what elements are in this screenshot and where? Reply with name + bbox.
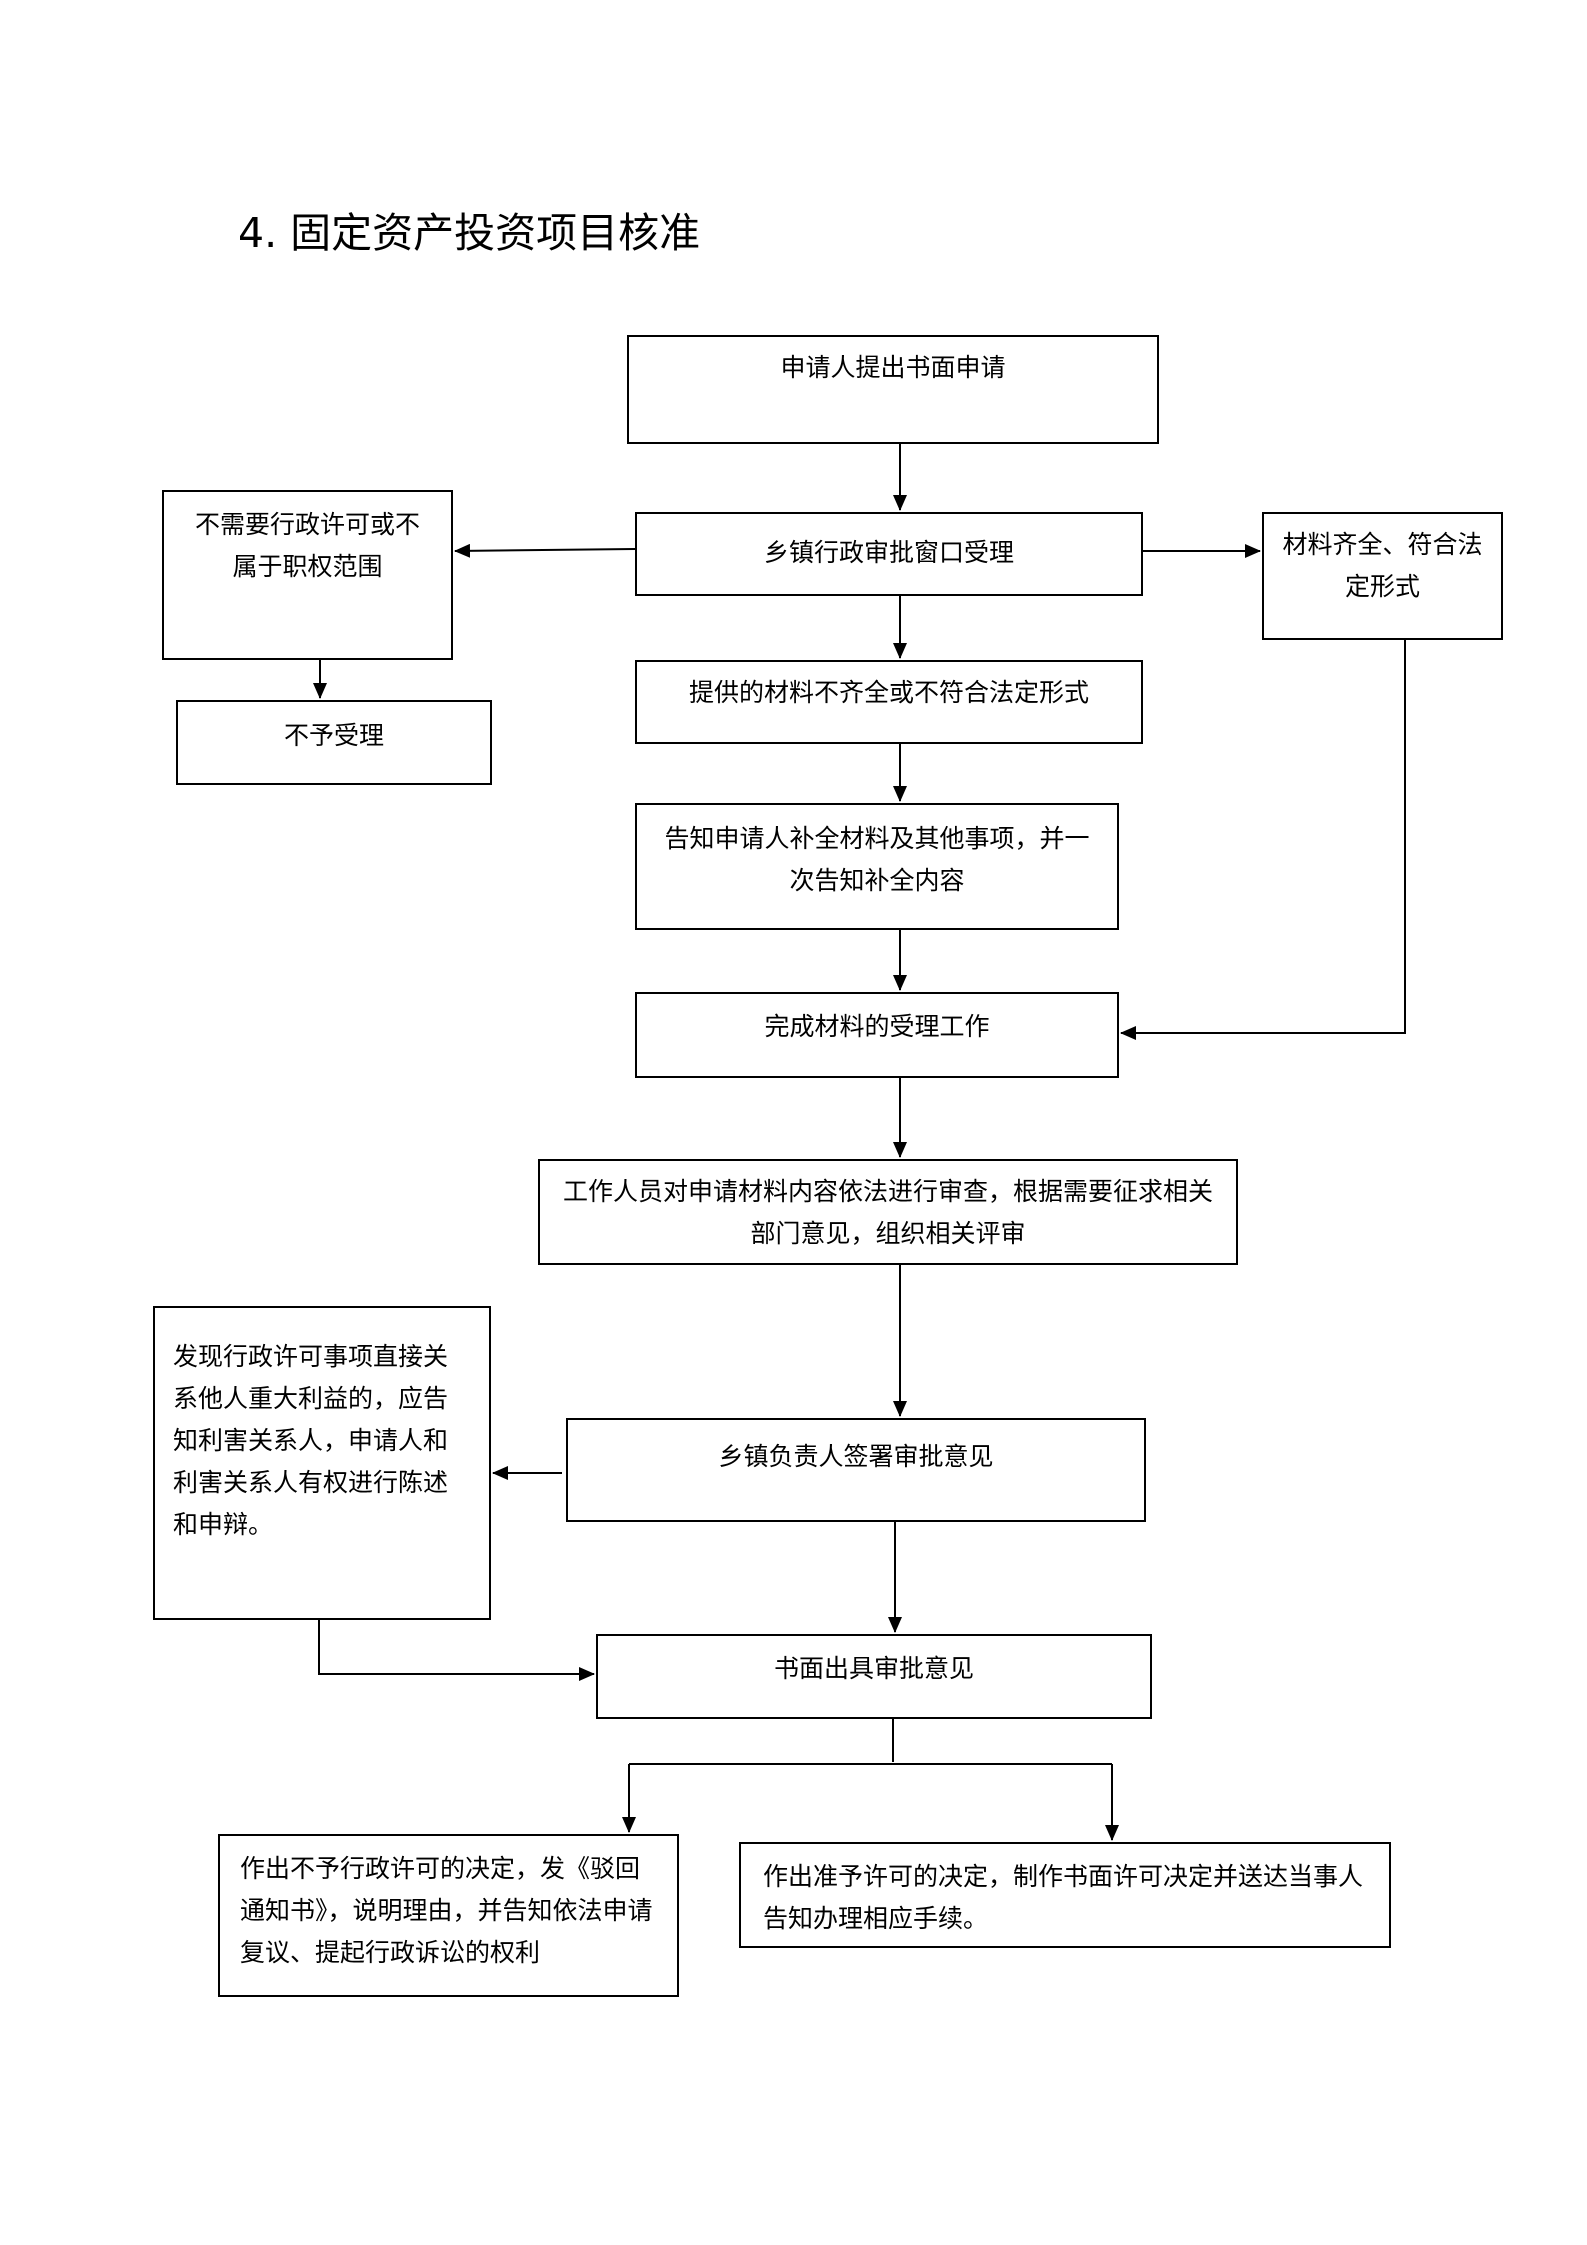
accept-done-text: 完成材料的受理工作: [764, 1012, 990, 1041]
sign-text: 乡镇负责人签署审批意见: [718, 1442, 994, 1471]
review-box: 工作人员对申请材料内容依法进行审查，根据需要征求相关部门意见，组织相关评审: [538, 1159, 1238, 1265]
hearing-box: 发现行政许可事项直接关系他人重大利益的，应告知利害关系人，申请人和利害关系人有权…: [153, 1306, 491, 1620]
written-opinion-box: 书面出具审批意见: [596, 1634, 1152, 1719]
apply-box: 申请人提出书面申请: [627, 335, 1159, 444]
incomplete-box: 提供的材料不齐全或不符合法定形式: [635, 660, 1143, 744]
window-acceptance-text: 乡镇行政审批窗口受理: [763, 538, 1014, 567]
arrow-complete-ok-to-accept-done: [1120, 640, 1406, 1040]
deny-decision-box: 作出不予行政许可的决定，发《驳回通知书》，说明理由，并告知依法申请复议、提起行政…: [218, 1834, 679, 1997]
grant-decision-box: 作出准予许可的决定，制作书面许可决定并送达当事人告知办理相应手续。: [739, 1842, 1391, 1948]
deny-decision-text: 作出不予行政许可的决定，发《驳回通知书》，说明理由，并告知依法申请复议、提起行政…: [240, 1854, 653, 1967]
no-need-box: 不需要行政许可或不属于职权范围: [162, 490, 453, 660]
window-acceptance-box: 乡镇行政审批窗口受理: [635, 512, 1143, 596]
sign-box: 乡镇负责人签署审批意见: [566, 1418, 1146, 1522]
no-need-text: 不需要行政许可或不属于职权范围: [194, 510, 420, 581]
arrow-window-to-no-need: [454, 543, 636, 558]
review-text: 工作人员对申请材料内容依法进行审查，根据需要征求相关部门意见，组织相关评审: [562, 1177, 1213, 1248]
arrow-hearing-to-written: [318, 1620, 595, 1681]
written-opinion-text: 书面出具审批意见: [773, 1654, 974, 1683]
hearing-text: 发现行政许可事项直接关系他人重大利益的，应告知利害关系人，申请人和利害关系人有权…: [173, 1342, 449, 1539]
notify-box: 告知申请人补全材料及其他事项，并一次告知补全内容: [635, 803, 1119, 930]
reject-text: 不予受理: [283, 721, 384, 750]
apply-text: 申请人提出书面申请: [780, 353, 1006, 382]
accept-done-box: 完成材料的受理工作: [635, 992, 1119, 1078]
complete-ok-box: 材料齐全、符合法定形式: [1262, 512, 1503, 640]
page-title: 4. 固定资产投资项目核准: [238, 209, 701, 257]
complete-ok-text: 材料齐全、符合法定形式: [1282, 530, 1483, 601]
notify-text: 告知申请人补全材料及其他事项，并一次告知补全内容: [664, 824, 1090, 895]
reject-box: 不予受理: [176, 700, 492, 785]
grant-decision-text: 作出准予许可的决定，制作书面许可决定并送达当事人告知办理相应手续。: [763, 1862, 1364, 1933]
incomplete-text: 提供的材料不齐全或不符合法定形式: [688, 678, 1089, 707]
